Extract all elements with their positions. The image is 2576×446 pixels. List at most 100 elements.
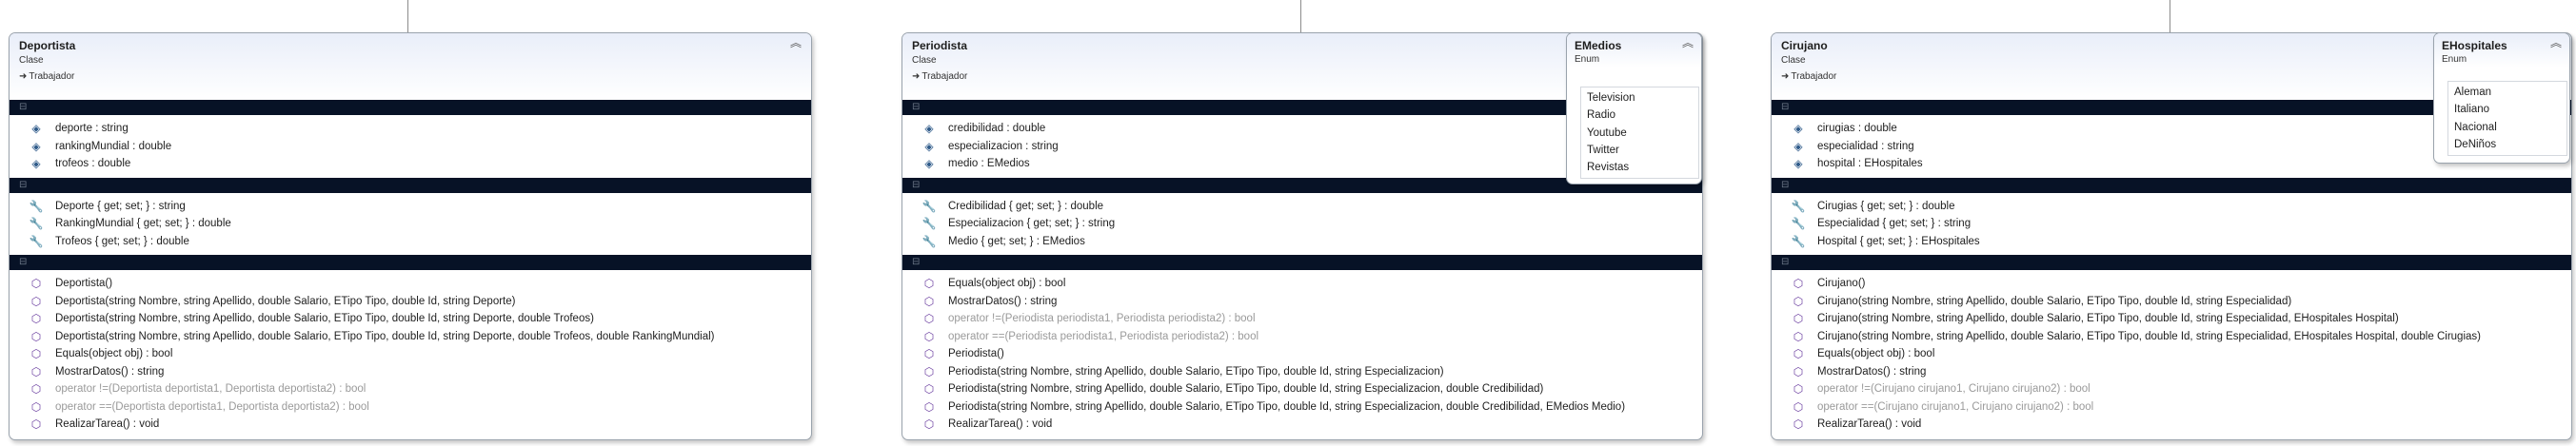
property-member[interactable]: 🔧Credibilidad { get; set; } : double <box>902 198 1702 216</box>
wrench-icon: 🔧 <box>1791 217 1806 230</box>
methods-section-header[interactable]: ⊟ <box>1772 255 2571 270</box>
field-member[interactable]: ◈cirugias : double <box>1772 120 2571 138</box>
method-lock-icon: ⬡ <box>1793 417 1804 431</box>
method-member[interactable]: ⬡operator !=(Cirujano cirujano1, Cirujan… <box>1772 380 2571 398</box>
class-name: Periodista <box>912 39 968 52</box>
method-member[interactable]: ⬡operator !=(Periodista periodista1, Per… <box>902 310 1702 328</box>
enum-value[interactable]: Aleman <box>2454 87 2491 98</box>
field-member[interactable]: ◈credibilidad : double <box>902 120 1702 138</box>
enum-box-emedios[interactable]: EMedios Enum ︽ Television Radio Youtube … <box>1566 32 1702 184</box>
method-member[interactable]: ⬡Deportista() <box>10 275 811 293</box>
base-class: ➜Trabajador <box>912 71 1693 82</box>
property-member[interactable]: 🔧Medio { get; set; } : EMedios <box>902 233 1702 251</box>
method-member[interactable]: ⬡Deportista(string Nombre, string Apelli… <box>10 293 811 311</box>
field-member[interactable]: ◈deporte : string <box>10 120 811 138</box>
property-member[interactable]: 🔧RankingMundial { get; set; } : double <box>10 215 811 233</box>
member-text: Deportista(string Nombre, string Apellid… <box>55 313 594 324</box>
field-member[interactable]: ◈trofeos : double <box>10 155 811 173</box>
method-member[interactable]: ⬡Deportista(string Nombre, string Apelli… <box>10 310 811 328</box>
field-icon: ◈ <box>924 139 934 153</box>
member-text: Hospital { get; set; } : EHospitales <box>1817 235 1980 247</box>
member-text: Cirujano(string Nombre, string Apellido,… <box>1817 330 2481 342</box>
method-cube-icon: ⬡ <box>30 364 42 378</box>
enum-value[interactable]: Italiano <box>2454 104 2490 116</box>
member-text: operator ==(Cirujano cirujano1, Cirujano… <box>1817 400 2094 413</box>
property-member[interactable]: 🔧Trofeos { get; set; } : double <box>10 233 811 251</box>
method-member[interactable]: ⬡Periodista(string Nombre, string Apelli… <box>902 363 1702 381</box>
method-member[interactable]: ⬡Cirujano(string Nombre, string Apellido… <box>1772 293 2571 311</box>
properties-section-header[interactable]: ⊟ <box>10 177 811 193</box>
property-member[interactable]: 🔧Hospital { get; set; } : EHospitales <box>1772 233 2571 251</box>
enum-value[interactable]: Youtube <box>1587 126 1627 139</box>
method-lock-icon: ⬡ <box>923 417 935 431</box>
member-text: Especializacion { get; set; } : string <box>948 218 1116 229</box>
enum-value[interactable]: Twitter <box>1587 144 1619 156</box>
field-icon: ◈ <box>31 139 41 153</box>
member-text: RealizarTarea() : void <box>55 418 160 430</box>
base-class-name: Trabajador <box>29 71 75 82</box>
method-member[interactable]: ⬡operator !=(Deportista deportista1, Dep… <box>10 380 811 398</box>
enum-value[interactable]: Revistas <box>1587 162 1630 174</box>
method-member[interactable]: ⬡operator ==(Deportista deportista1, Dep… <box>10 398 811 417</box>
enum-name: EMedios <box>1575 39 1622 52</box>
methods-section-header[interactable]: ⊟ <box>902 255 1702 270</box>
member-text: MostrarDatos() : string <box>55 365 165 378</box>
double-chevron-up-icon[interactable]: ︽ <box>1681 36 1694 49</box>
enum-value[interactable]: Television <box>1587 92 1635 104</box>
method-member[interactable]: ⬡ RealizarTarea() : void <box>902 416 1702 434</box>
method-member[interactable]: ⬡MostrarDatos() : string <box>1772 363 2571 381</box>
enum-value[interactable]: DeNiños <box>2454 138 2497 150</box>
base-class-name: Trabajador <box>1791 71 1837 82</box>
field-member[interactable]: ◈medio : EMedios <box>902 155 1702 173</box>
method-member[interactable]: ⬡MostrarDatos() : string <box>902 293 1702 311</box>
class-box-deportista[interactable]: Deportista Clase ➜Trabajador ︽ ⊟ ◈deport… <box>9 32 812 440</box>
property-member[interactable]: 🔧Especialidad { get; set; } : string <box>1772 215 2571 233</box>
member-text: Equals(object obj) : bool <box>1817 348 1935 359</box>
double-chevron-up-icon[interactable]: ︽ <box>2549 36 2562 49</box>
method-member[interactable]: ⬡operator ==(Periodista periodista1, Per… <box>902 328 1702 346</box>
method-member[interactable]: ⬡ RealizarTarea() : void <box>10 416 811 434</box>
fields-section-header[interactable]: ⊟ <box>10 100 811 115</box>
method-member[interactable]: ⬡Deportista(string Nombre, string Apelli… <box>10 328 811 346</box>
member-text: trofeos : double <box>55 158 131 169</box>
method-member[interactable]: ⬡Equals(object obj) : bool <box>10 345 811 363</box>
double-chevron-up-icon[interactable]: ︽ <box>789 36 802 49</box>
method-member[interactable]: ⬡Periodista(string Nombre, string Apelli… <box>902 398 1702 417</box>
fields-section-header[interactable]: ⊟ <box>902 100 1702 115</box>
method-member[interactable]: ⬡Periodista(string Nombre, string Apelli… <box>902 380 1702 398</box>
method-cube-icon: ⬡ <box>30 382 42 396</box>
member-text: MostrarDatos() : string <box>1817 365 1927 378</box>
method-member[interactable]: ⬡Equals(object obj) : bool <box>1772 345 2571 363</box>
inheritance-arrow-icon: ➜ <box>1781 71 1790 82</box>
properties-section-header[interactable]: ⊟ <box>1772 177 2571 193</box>
methods-section-header[interactable]: ⊟ <box>10 255 811 270</box>
method-lock-icon: ⬡ <box>30 417 42 431</box>
property-member[interactable]: 🔧Especializacion { get; set; } : string <box>902 215 1702 233</box>
method-member[interactable]: ⬡RealizarTarea() : void <box>1772 416 2571 434</box>
properties-section-header[interactable]: ⊟ <box>902 177 1702 193</box>
member-text: Cirugias { get; set; } : double <box>1817 200 1955 212</box>
member-text: RealizarTarea() : void <box>948 418 1053 430</box>
properties-section: 🔧Cirugias { get; set; } : double 🔧Especi… <box>1772 193 2571 256</box>
enum-value[interactable]: Nacional <box>2454 121 2497 133</box>
property-member[interactable]: 🔧Deporte { get; set; } : string <box>10 198 811 216</box>
field-member[interactable]: ◈rankingMundial : double <box>10 138 811 156</box>
method-member[interactable]: ⬡Periodista() <box>902 345 1702 363</box>
method-member[interactable]: ⬡Equals(object obj) : bool <box>902 275 1702 293</box>
enum-box-ehospitales[interactable]: EHospitales Enum ︽ Aleman Italiano Nacio… <box>2433 32 2570 164</box>
method-member[interactable]: ⬡Cirujano(string Nombre, string Apellido… <box>1772 328 2571 346</box>
enum-name: EHospitales <box>2442 39 2507 52</box>
field-member[interactable]: ◈hospital : EHospitales <box>1772 155 2571 173</box>
enum-value[interactable]: Radio <box>1587 109 1616 122</box>
field-member[interactable]: ◈especialidad : string <box>1772 138 2571 156</box>
fields-section-header[interactable]: ⊟ <box>1772 100 2571 115</box>
field-member[interactable]: ◈especializacion : string <box>902 138 1702 156</box>
method-member[interactable]: ⬡Cirujano(string Nombre, string Apellido… <box>1772 310 2571 328</box>
base-class: ➜Trabajador <box>19 71 802 82</box>
property-member[interactable]: 🔧Cirugias { get; set; } : double <box>1772 198 2571 216</box>
method-member[interactable]: ⬡Cirujano() <box>1772 275 2571 293</box>
class-name: Deportista <box>19 39 76 52</box>
method-member[interactable]: ⬡operator ==(Cirujano cirujano1, Cirujan… <box>1772 398 2571 417</box>
method-member[interactable]: ⬡ MostrarDatos() : string <box>10 363 811 381</box>
method-cube-icon: ⬡ <box>923 329 935 343</box>
